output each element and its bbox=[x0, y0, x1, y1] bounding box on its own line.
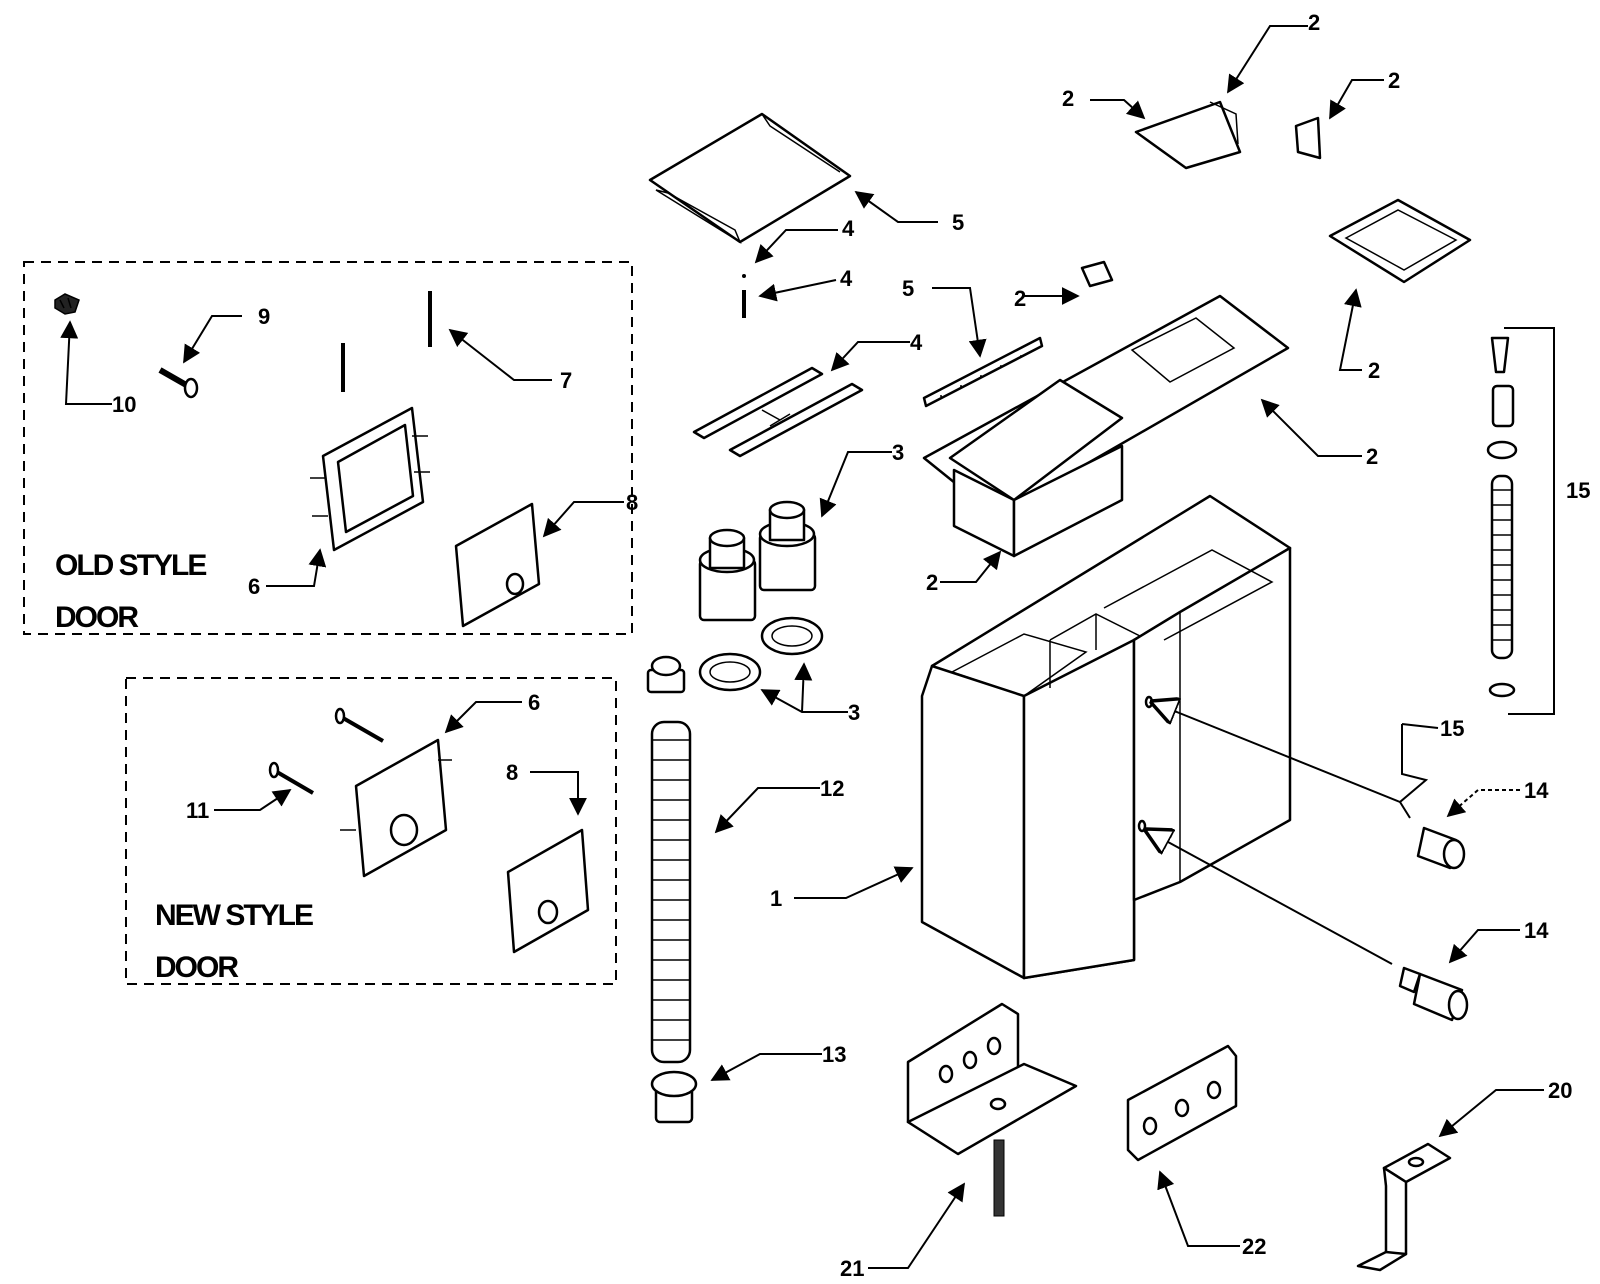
callout-20: 20 bbox=[1548, 1078, 1572, 1103]
flex-hose-part-12 bbox=[650, 720, 692, 1064]
callout-21: 21 bbox=[840, 1256, 864, 1281]
door-frame-part-6-new bbox=[340, 738, 452, 878]
tray-part-2 bbox=[922, 294, 1290, 558]
callout-6-old: 6 bbox=[248, 574, 260, 599]
callout-labels: 2 2 2 5 4 4 2 5 2 4 2 3 2 3 12 13 1 9 10… bbox=[112, 10, 1590, 1281]
callout-2-tray: 2 bbox=[1366, 444, 1378, 469]
wire-part-15 bbox=[1398, 724, 1429, 819]
callout-4-pin-top: 4 bbox=[842, 216, 855, 241]
callout-15-hose: 15 bbox=[1566, 478, 1590, 503]
callout-14-upper: 14 bbox=[1524, 778, 1549, 803]
callout-2-clip: 2 bbox=[1388, 68, 1400, 93]
old-style-door-label-line2: DOOR bbox=[55, 601, 139, 634]
callout-2-top: 2 bbox=[1308, 10, 1320, 35]
new-style-door-label-line2: DOOR bbox=[155, 951, 239, 984]
screw-part-6-new bbox=[334, 707, 384, 743]
new-style-door-group-box bbox=[125, 677, 617, 985]
knob-part-13 bbox=[650, 1070, 698, 1124]
gasket-part-2 bbox=[1328, 198, 1472, 284]
bracket-part-21 bbox=[906, 1002, 1078, 1217]
callout-5-cover: 5 bbox=[952, 210, 964, 235]
pin-part-7 bbox=[341, 291, 432, 392]
callout-12: 12 bbox=[820, 776, 844, 801]
bracket-part-20 bbox=[1356, 1142, 1452, 1272]
old-style-door-group-box bbox=[23, 261, 633, 635]
callout-11: 11 bbox=[186, 798, 209, 823]
callout-5-strip: 5 bbox=[902, 276, 914, 301]
plate-part-4 bbox=[692, 366, 864, 458]
callout-2-cover-plate: 2 bbox=[1062, 86, 1074, 111]
spools-part-3 bbox=[646, 500, 824, 694]
clip-part-2-right bbox=[1294, 116, 1322, 160]
callout-4-pin: 4 bbox=[840, 266, 853, 291]
old-style-door-label-line1: OLD STYLE bbox=[55, 549, 206, 582]
callout-2-gasket: 2 bbox=[1368, 358, 1380, 383]
leader-lines bbox=[60, 25, 1555, 1269]
cabinet-part-1 bbox=[920, 494, 1292, 980]
cover-part-5 bbox=[648, 112, 852, 244]
callout-8-new: 8 bbox=[506, 760, 518, 785]
screw-part-9 bbox=[158, 367, 199, 399]
door-frame-part-6-old bbox=[310, 406, 430, 552]
callout-9: 9 bbox=[258, 304, 270, 329]
plate-part-22 bbox=[1126, 1044, 1238, 1162]
door-panel-part-8-new bbox=[506, 828, 590, 954]
small-bracket-part-2 bbox=[1080, 260, 1114, 288]
knob-part-14-lower bbox=[1398, 966, 1469, 1022]
callout-1: 1 bbox=[770, 886, 782, 911]
pins-part-4 bbox=[742, 274, 746, 318]
callout-2-hopper: 2 bbox=[926, 570, 938, 595]
new-style-door-label-line1: NEW STYLE bbox=[155, 899, 313, 932]
door-panel-part-8-old bbox=[454, 502, 541, 628]
callout-8-old: 8 bbox=[626, 490, 638, 515]
callout-7: 7 bbox=[560, 368, 572, 393]
callout-22: 22 bbox=[1242, 1234, 1266, 1259]
hose-assembly-part-15 bbox=[1486, 336, 1518, 698]
cover-plate-part-2 bbox=[1134, 100, 1242, 170]
knob-part-14-upper bbox=[1416, 826, 1466, 870]
callout-6-new: 6 bbox=[528, 690, 540, 715]
callout-14-lower: 14 bbox=[1524, 918, 1549, 943]
callout-13: 13 bbox=[822, 1042, 846, 1067]
bracket-strip-part-5 bbox=[922, 336, 1044, 408]
callout-4-plate: 4 bbox=[910, 330, 923, 355]
callout-3-spools: 3 bbox=[892, 440, 904, 465]
screw-part-11 bbox=[268, 761, 315, 795]
clip-part-10 bbox=[54, 293, 80, 315]
callout-2-small-bracket: 2 bbox=[1014, 286, 1026, 311]
callout-15-wire: 15 bbox=[1440, 716, 1464, 741]
callout-10: 10 bbox=[112, 392, 136, 417]
callout-3-rings: 3 bbox=[848, 700, 860, 725]
